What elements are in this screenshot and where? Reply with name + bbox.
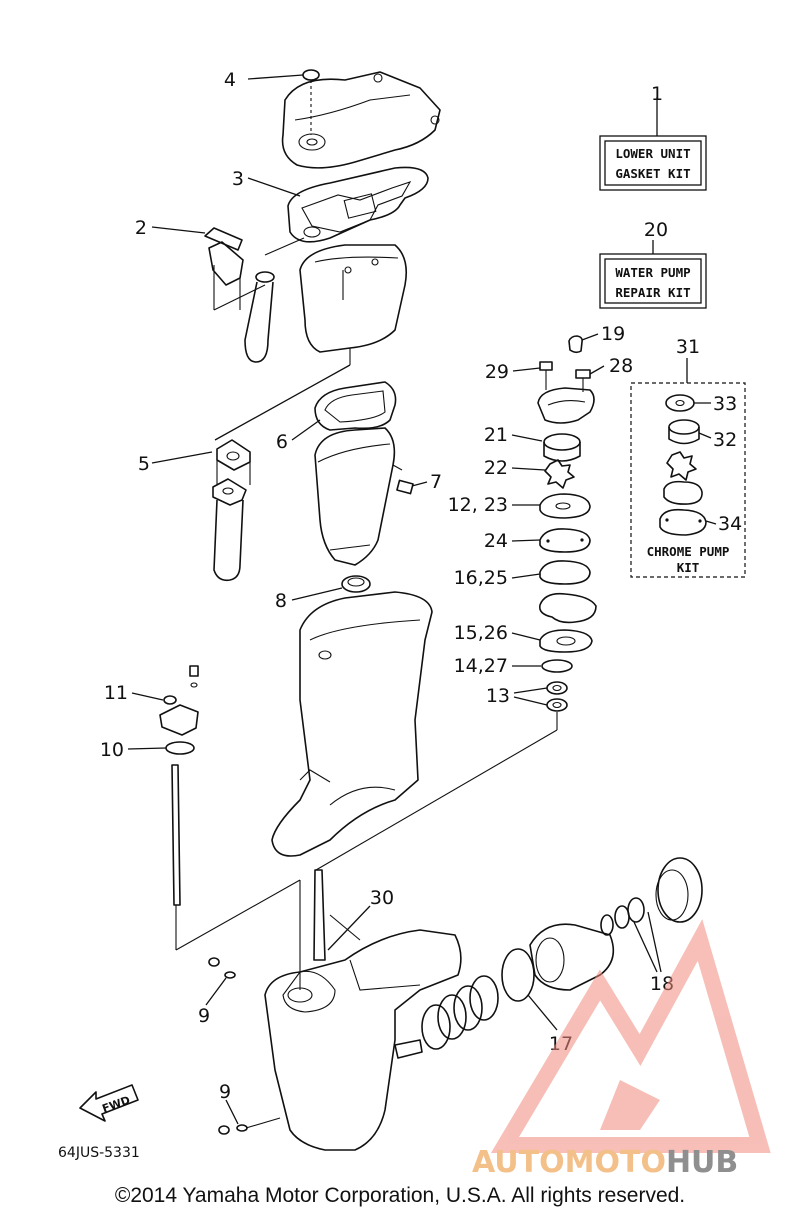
- leader-lines: [127, 74, 717, 1125]
- callout-11: 11: [104, 682, 128, 704]
- watermark-text: AUTOMOTOHUB: [472, 1145, 738, 1180]
- callout-19: 19: [601, 323, 625, 345]
- callout-15-26: 15,26: [454, 622, 508, 644]
- callout-9-lower: 9: [219, 1081, 231, 1103]
- gasket-5: [216, 439, 251, 471]
- chrome-pump-kit-line2: KIT: [677, 560, 700, 575]
- shift-rod: [171, 764, 181, 906]
- gasket-6: [314, 381, 397, 431]
- fwd-label: FWD: [100, 1093, 131, 1115]
- muffler: [314, 427, 396, 566]
- chrome-liner-32: [668, 419, 700, 435]
- callout-20: 20: [644, 219, 668, 241]
- water-pump-kit-line2: REPAIR KIT: [615, 285, 690, 300]
- callout-22: 22: [484, 457, 508, 479]
- prop-shaft-parts: [421, 857, 703, 1050]
- callout-29: 29: [485, 361, 509, 383]
- callout-30: 30: [370, 887, 394, 909]
- callout-31: 31: [676, 336, 700, 358]
- seal-8: [341, 575, 371, 593]
- drawing-code: 64JUS-5331: [58, 1145, 140, 1161]
- water-pump-kit-line1: WATER PUMP: [615, 265, 690, 280]
- lower-unit-gasket-kit-box: LOWER UNIT GASKET KIT: [599, 97, 707, 191]
- shift-rod-group: [159, 665, 301, 951]
- callout-16-25: 16,25: [454, 567, 508, 589]
- lower-unit-kit-line1: LOWER UNIT: [615, 146, 690, 161]
- chrome-pump-kit-box: CHROME PUMP KIT: [630, 358, 746, 578]
- watermark-logo: [490, 919, 771, 1153]
- middle-group: [212, 364, 414, 593]
- callout-24: 24: [484, 530, 508, 552]
- chrome-gasket: [663, 480, 703, 505]
- callouts: 4 3 2 1 20 31 19 28 29 33 32 34 5 6 7 8 …: [100, 69, 742, 1103]
- fwd-arrow: FWD: [79, 1084, 139, 1122]
- callout-34: 34: [718, 513, 742, 535]
- callout-3: 3: [232, 168, 244, 190]
- chrome-pump-kit-line1: CHROME PUMP: [647, 544, 730, 559]
- callout-4: 4: [224, 69, 236, 91]
- callout-33: 33: [713, 393, 737, 415]
- lower-unit-kit-line2: GASKET KIT: [615, 166, 690, 181]
- exhaust-cover: [281, 71, 441, 169]
- pump-housing: [537, 387, 595, 424]
- water-pump-repair-kit-box: WATER PUMP REPAIR KIT: [599, 240, 707, 309]
- gearcase: [208, 869, 462, 1151]
- callout-2: 2: [135, 217, 147, 239]
- callout-12-23: 12, 23: [448, 494, 508, 516]
- callout-10: 10: [100, 739, 124, 761]
- chrome-impeller: [666, 451, 697, 481]
- callout-28: 28: [609, 355, 633, 377]
- callout-1: 1: [651, 83, 663, 105]
- callout-14-27: 14,27: [454, 655, 508, 677]
- damper-7: [396, 479, 414, 495]
- gasket-3: [287, 166, 429, 243]
- callout-9-upper: 9: [198, 1005, 210, 1027]
- watermark-suffix: HUB: [666, 1145, 738, 1180]
- chrome-plate-34: [659, 508, 707, 536]
- oil-pan: [299, 244, 408, 353]
- driveshaft-housing: [271, 591, 433, 857]
- callout-32: 32: [713, 429, 737, 451]
- callout-6: 6: [276, 431, 288, 453]
- chrome-plate-33: [665, 394, 695, 412]
- callout-21: 21: [484, 424, 508, 446]
- upper-casing-group: [204, 69, 441, 365]
- impeller-22: [544, 459, 575, 489]
- callout-5: 5: [138, 453, 150, 475]
- callout-8: 8: [275, 590, 287, 612]
- water-pump-group: [315, 335, 597, 871]
- watermark-prefix: AUTOMOTO: [472, 1145, 666, 1180]
- copyright-footer: ©2014 Yamaha Motor Corporation, U.S.A. A…: [114, 1184, 686, 1207]
- o-ring-17: [501, 948, 535, 1002]
- callout-13: 13: [486, 685, 510, 707]
- callout-7: 7: [430, 471, 442, 493]
